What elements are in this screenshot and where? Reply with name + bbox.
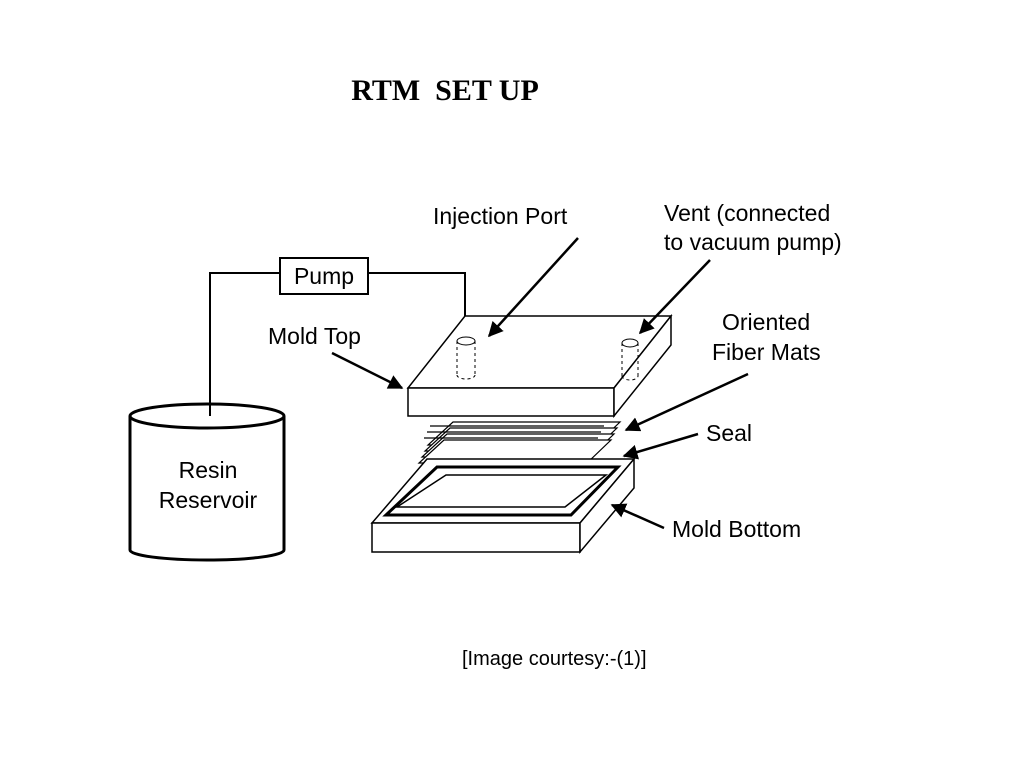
injection-port: [456, 336, 476, 380]
slide-title: RTM SET UP: [351, 74, 539, 107]
seal-label: Seal: [706, 420, 752, 446]
resin-reservoir: [128, 402, 286, 562]
seal-arrow: [622, 432, 699, 460]
fiber-mats: [417, 421, 622, 464]
vent-port: [621, 338, 639, 381]
pump-box: [279, 257, 369, 295]
mold-top-arrow: [331, 351, 404, 390]
mold-bottom-label: Mold Bottom: [672, 516, 801, 542]
image-caption: [Image courtesy:-(1)]: [462, 648, 647, 670]
injection-port-label: Injection Port: [433, 203, 568, 229]
reservoir-label-line2: Reservoir: [159, 487, 258, 513]
mold-top: [406, 313, 673, 419]
reservoir-label-line1: Resin: [179, 457, 238, 483]
pump-label: Pump: [294, 263, 354, 289]
seal: [382, 465, 622, 517]
vent-label-line2: to vacuum pump): [664, 229, 842, 255]
fiber-mats-label-line2: Fiber Mats: [712, 339, 821, 365]
mold-bottom: [370, 456, 636, 555]
mold-bottom-arrow: [610, 503, 665, 530]
vent-label-line1: Vent (connected: [664, 200, 830, 226]
vent-arrow: [638, 259, 711, 335]
fiber-mats-label-line1: Oriented: [722, 309, 810, 335]
mold-top-label: Mold Top: [268, 323, 361, 349]
injection-port-arrow: [487, 237, 579, 338]
fiber-mats-arrow: [624, 372, 749, 432]
mold-cavity: [394, 474, 609, 508]
